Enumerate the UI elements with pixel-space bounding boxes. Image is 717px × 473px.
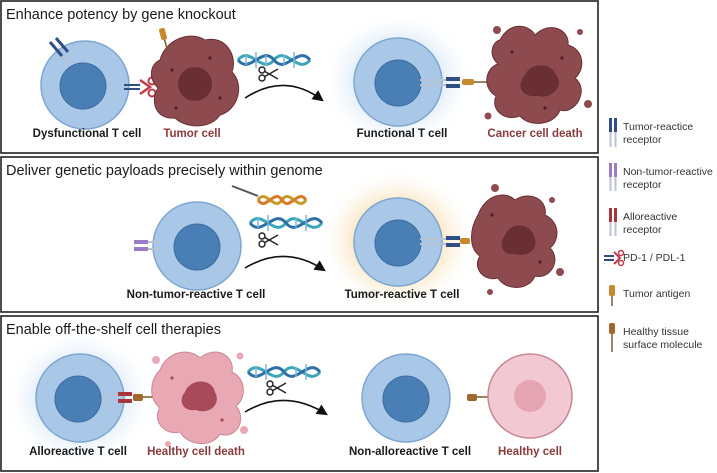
tumor-reactive-receptor-icon [420, 77, 460, 88]
alloreactive-receptor-icon [102, 392, 132, 403]
tumor-antigen-icon [462, 79, 488, 85]
tumor-antigen-icon [460, 238, 470, 244]
crispr-dna-scissors [246, 364, 322, 396]
caption-cancer-cell-death: Cancer cell death [487, 128, 583, 140]
non-tumor-reactive-receptor-icon [134, 240, 160, 251]
caption-healthy-cell: Healthy cell [498, 446, 562, 458]
tumor-reactive-receptor-icon [48, 37, 76, 66]
scissors-icon [258, 232, 279, 248]
tumor-reactive-receptor-icon [609, 118, 617, 147]
panel-frame-2 [0, 156, 599, 313]
tumor-reactive-t-cell [353, 197, 443, 287]
healthy-surface-molecule-icon [467, 394, 490, 401]
crispr-dna-scissors [236, 52, 312, 82]
legend-label-non-tumor-reactive-receptor: Non-tumor-reactive receptor [623, 166, 713, 191]
caption-alloreactive-t-cell: Alloreactive T cell [29, 446, 127, 458]
dysfunctional-t-cell [40, 40, 130, 130]
caption-non-tumor-reactive-t-cell: Non-tumor-reactive T cell [126, 289, 266, 301]
tumor-reactive-receptor-icon [420, 236, 460, 247]
panel-1-title: Enhance potency by gene knockout [6, 7, 236, 23]
tumor-antigen-icon [609, 285, 615, 306]
functional-t-cell [353, 37, 443, 127]
legend-label-tumor-antigen: Tumor antigen [623, 288, 691, 300]
tumor-cell [151, 35, 240, 127]
dying-cancer-cell [484, 25, 592, 124]
alloreactive-t-cell [35, 353, 125, 443]
caption-non-alloreactive-t-cell: Non-alloreactive T cell [348, 446, 472, 458]
legend [604, 118, 625, 352]
legend-label-alloreactive-receptor: Alloreactive receptor [623, 211, 678, 236]
panel-frame-3 [0, 315, 599, 472]
legend-label-healthy-surface-molecule: Healthy tissue surface molecule [623, 326, 703, 351]
arrow-1 [244, 84, 324, 102]
caption-tumor-cell: Tumor cell [163, 128, 221, 140]
crispr-dna-scissors [248, 215, 324, 248]
caption-functional-t-cell: Functional T cell [356, 128, 448, 140]
tumor-antigen-icon [158, 27, 169, 53]
non-alloreactive-t-cell [361, 353, 451, 443]
panel-3-title: Enable off-the-shelf cell therapies [6, 322, 221, 338]
healthy-surface-molecule-icon [609, 323, 615, 352]
panel-2-title: Deliver genetic payloads precisely withi… [6, 163, 323, 179]
scissors-icon [266, 380, 287, 396]
dying-cancer-cell [471, 184, 564, 295]
arrow-3 [244, 399, 328, 416]
non-tumor-reactive-receptor-icon [609, 163, 617, 191]
panel-frame-1 [0, 0, 599, 154]
scissors-icon [258, 66, 279, 82]
arrow-2 [244, 255, 326, 272]
caption-dysfunctional-t-cell: Dysfunctional T cell [32, 128, 142, 140]
caption-tumor-reactive-t-cell: Tumor-reactive T cell [344, 289, 460, 301]
donor-dna-template [231, 185, 308, 205]
healthy-cell [487, 353, 573, 439]
alloreactive-receptor-icon [609, 208, 617, 236]
legend-label-pd1-pdl1: PD-1 / PDL-1 [623, 252, 686, 264]
pd1-pdl1-icon [604, 249, 625, 267]
dying-healthy-cell [151, 351, 248, 447]
caption-healthy-cell-death: Healthy cell death [147, 446, 245, 458]
non-tumor-reactive-t-cell [152, 201, 242, 291]
legend-label-tumor-reactive-receptor: Tumor-reactice receptor [623, 121, 694, 146]
